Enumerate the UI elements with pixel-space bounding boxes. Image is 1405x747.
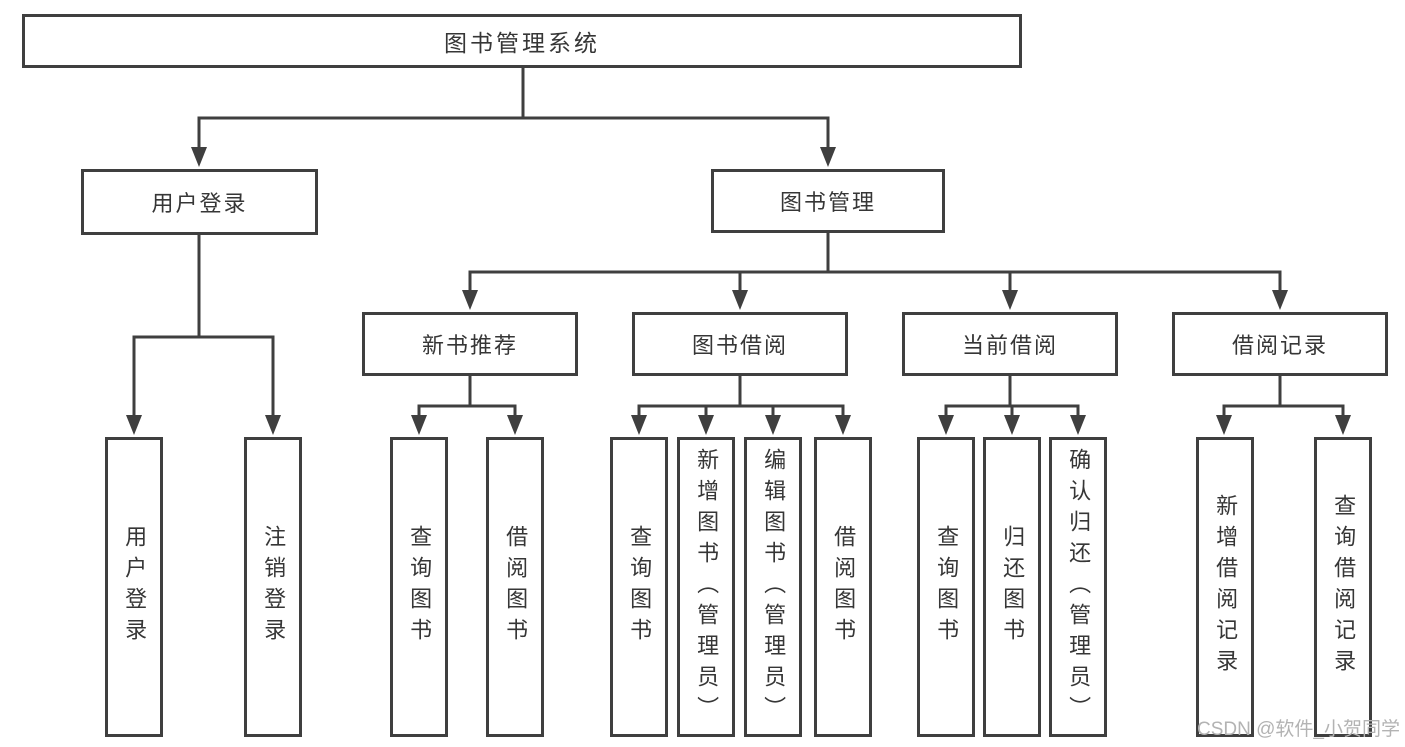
leaf-query-books-borrow-label: 查询图书 [627, 525, 653, 649]
leaf-borrow-books-recommend: 借阅图书 [486, 437, 544, 737]
arrow-leaf-4 [507, 415, 523, 435]
leaf-add-books-admin: 新增图书（管理员） [677, 437, 735, 737]
arrow-leaf-3 [411, 415, 427, 435]
arrow-leaf-7 [765, 415, 781, 435]
leaf-query-books-recommend-label: 查询图书 [407, 525, 433, 649]
watermark: CSDN @软件_小贺同学 [1197, 719, 1400, 740]
leaf-confirm-return-admin-label: 确认归还（管理员） [1066, 447, 1092, 727]
leaf-add-borrow-record: 新增借阅记录 [1196, 437, 1254, 737]
leaf-borrow-books: 借阅图书 [814, 437, 872, 737]
connector-root-to-level2 [197, 66, 830, 153]
leaf-edit-books-admin-label: 编辑图书（管理员） [761, 447, 787, 727]
connector-book-management-children [468, 231, 1282, 296]
node-current-borrow-label: 当前借阅 [961, 333, 1058, 358]
leaf-query-books-current: 查询图书 [917, 437, 975, 737]
node-current-borrow: 当前借阅 [902, 312, 1118, 376]
arrow-leaf-6 [698, 415, 714, 435]
arrow-leaf-11 [1070, 415, 1086, 435]
leaf-borrow-books-recommend-label: 借阅图书 [503, 525, 529, 649]
node-borrow-records-label: 借阅记录 [1231, 333, 1328, 358]
leaf-logout-label: 注销登录 [261, 525, 287, 649]
leaf-add-borrow-record-label: 新增借阅记录 [1213, 494, 1239, 680]
node-new-book-recommend-label: 新书推荐 [421, 333, 518, 358]
arrow-leaf-8 [835, 415, 851, 435]
connector-borrow-records-children [1222, 374, 1345, 421]
leaf-borrow-books-label: 借阅图书 [831, 525, 857, 649]
arrow-leaf-1 [126, 415, 142, 435]
node-library-system-label: 图书管理系统 [444, 30, 600, 56]
leaf-query-borrow-record: 查询借阅记录 [1314, 437, 1372, 737]
leaf-user-login-label: 用户登录 [122, 525, 148, 649]
arrow-leaf-13 [1335, 415, 1351, 435]
arrow-to-borrow-records [1272, 290, 1288, 310]
leaf-logout: 注销登录 [244, 437, 302, 737]
leaf-edit-books-admin: 编辑图书（管理员） [744, 437, 802, 737]
arrow-to-current-borrow [1002, 290, 1018, 310]
node-book-management: 图书管理 [711, 169, 945, 233]
node-book-borrow: 图书借阅 [632, 312, 848, 376]
node-new-book-recommend: 新书推荐 [362, 312, 578, 376]
node-book-management-label: 图书管理 [779, 190, 876, 215]
node-book-borrow-label: 图书借阅 [691, 333, 788, 358]
arrow-leaf-2 [265, 415, 281, 435]
node-user-login-label: 用户登录 [151, 191, 248, 216]
arrow-to-user-login [191, 147, 207, 167]
node-library-system: 图书管理系统 [22, 14, 1022, 68]
arrow-to-book-borrow [732, 290, 748, 310]
leaf-query-borrow-record-label: 查询借阅记录 [1331, 494, 1357, 680]
connector-book-borrow-children [637, 374, 845, 421]
leaf-query-books-current-label: 查询图书 [934, 525, 960, 649]
connector-new-book-children [417, 374, 517, 421]
arrow-leaf-10 [1004, 415, 1020, 435]
node-borrow-records: 借阅记录 [1172, 312, 1388, 376]
connector-user-login-children [132, 233, 275, 421]
arrow-to-new-book-recommend [462, 290, 478, 310]
leaf-user-login: 用户登录 [105, 437, 163, 737]
arrow-to-book-management [820, 147, 836, 167]
connector-current-borrow-children [944, 374, 1080, 421]
arrow-leaf-12 [1216, 415, 1232, 435]
leaf-return-books-label: 归还图书 [1000, 525, 1026, 649]
arrow-leaf-5 [631, 415, 647, 435]
leaf-query-books-recommend: 查询图书 [390, 437, 448, 737]
leaf-return-books: 归还图书 [983, 437, 1041, 737]
arrow-leaf-9 [938, 415, 954, 435]
leaf-confirm-return-admin: 确认归还（管理员） [1049, 437, 1107, 737]
leaf-add-books-admin-label: 新增图书（管理员） [694, 447, 720, 727]
node-user-login: 用户登录 [81, 169, 318, 235]
leaf-query-books-borrow: 查询图书 [610, 437, 668, 737]
connector-lines [132, 66, 1345, 421]
